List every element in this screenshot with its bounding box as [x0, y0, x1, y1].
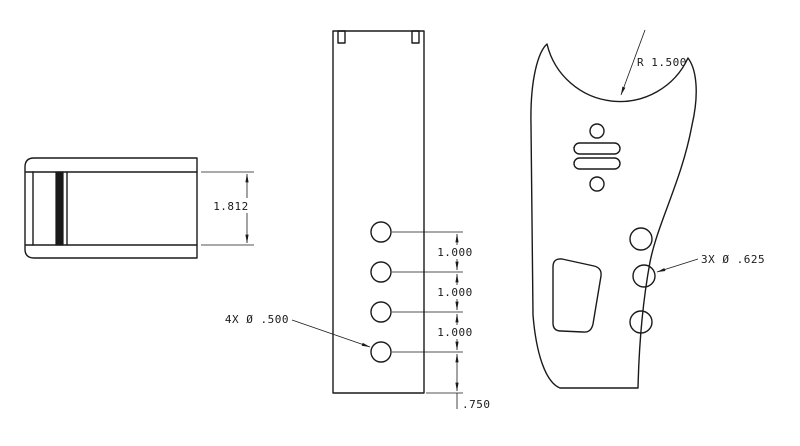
side-holes-callout: 3X Ø .625: [701, 253, 765, 266]
profile-hole-2: [632, 264, 656, 288]
dim-spacing-label-3: 1.000: [437, 326, 473, 339]
leader-line-side-holes: [656, 258, 699, 273]
front-view-top-notch-left: [337, 30, 346, 44]
leader-line-radius: [620, 29, 646, 96]
front-holes-callout: 4X Ø .500: [225, 313, 289, 326]
dim-spacing-label-2: 1.000: [437, 286, 473, 299]
dim-text-mask: [213, 198, 250, 213]
profile-hole-1: [629, 227, 653, 251]
profile-small-hole-top: [589, 123, 605, 139]
profile-cutout: [552, 258, 602, 333]
profile-small-hole-bottom: [589, 176, 605, 192]
profile-slot-1: [573, 142, 621, 155]
profile-slot-2: [573, 157, 621, 170]
profile-hole-3: [629, 310, 653, 334]
leader-line-front-holes: [291, 319, 371, 348]
front-view: 1.000 1.000 1.000 .750 4X Ø .500: [225, 30, 491, 411]
front-hole-3: [370, 301, 392, 323]
dim-text-mask: [437, 325, 474, 339]
dim-spacing-label-1: 1.000: [437, 246, 473, 259]
profile-view: R 1.500 3X Ø .625: [530, 29, 765, 389]
dim-text-mask: [437, 245, 474, 259]
side-view-plate-section: [55, 171, 64, 246]
radius-callout: R 1.500: [637, 56, 687, 69]
front-hole-1: [370, 221, 392, 243]
front-view-top-notch-right: [411, 30, 420, 44]
front-hole-2: [370, 261, 392, 283]
front-hole-4: [370, 341, 392, 363]
profile-outline: [530, 43, 697, 389]
side-view: 1.812: [24, 157, 254, 259]
side-view-outline: [24, 157, 198, 259]
dim-text-mask: [437, 285, 474, 299]
dim-height-label: 1.812: [213, 200, 249, 213]
dim-bottom-label: .750: [462, 398, 491, 411]
front-view-outline: [332, 30, 425, 394]
